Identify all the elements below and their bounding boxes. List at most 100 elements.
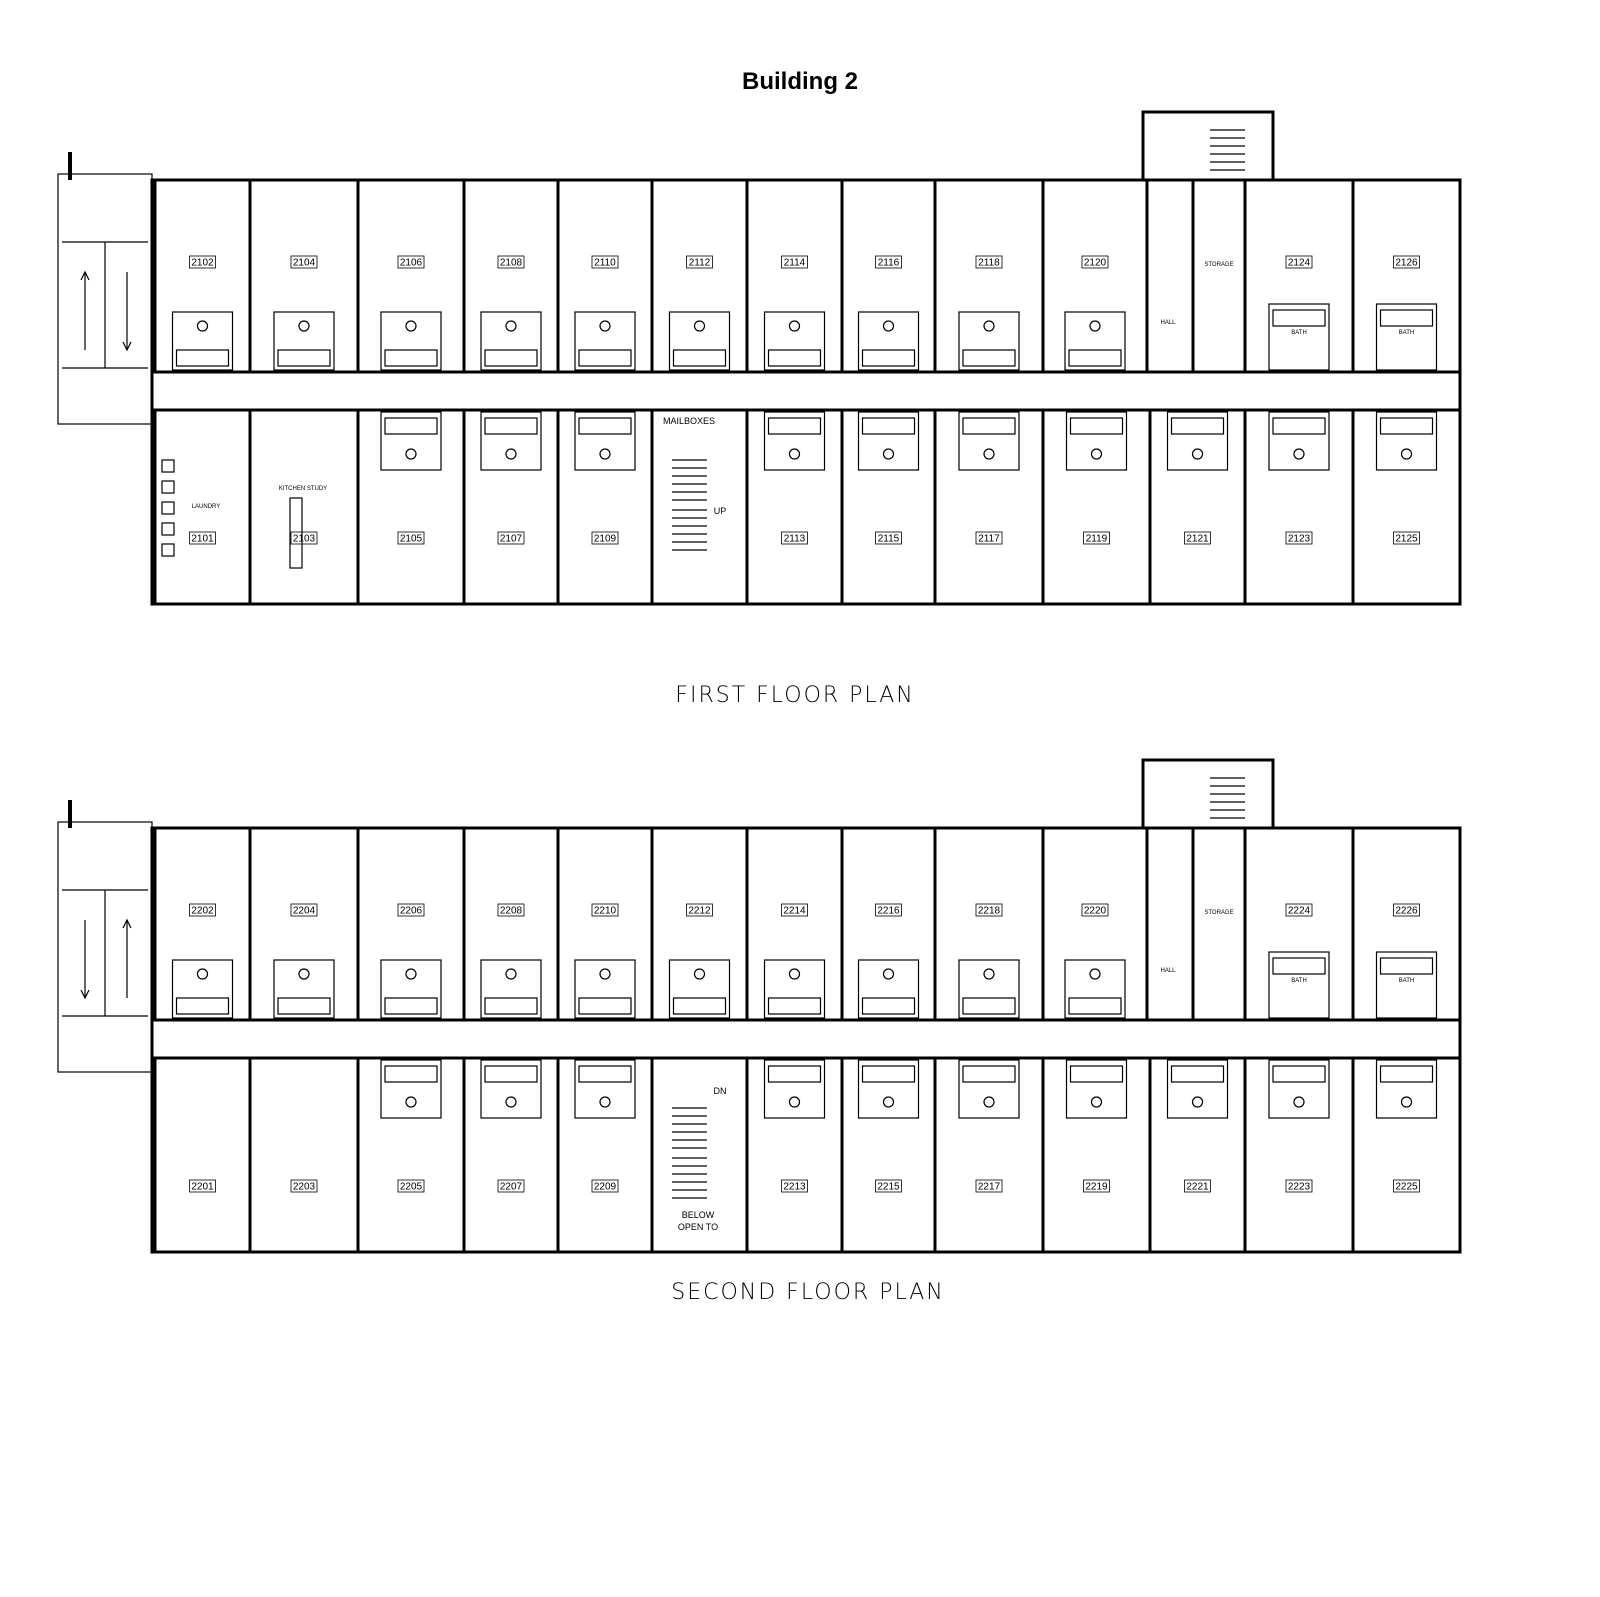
bath-block: [668, 311, 731, 371]
room-number: 2119: [1086, 534, 1108, 545]
room-number: 2117: [978, 534, 1000, 545]
room-number-box: [875, 1179, 902, 1193]
bath-block: [380, 311, 442, 371]
bath-block: [958, 1059, 1020, 1119]
bathtub: [1170, 417, 1225, 435]
room-number-box: [975, 531, 1003, 545]
toilet: [1090, 448, 1103, 460]
toilet: [599, 1096, 611, 1108]
room-number-box: [875, 531, 902, 545]
bathtub: [861, 417, 916, 435]
washer: [161, 522, 175, 536]
toilet: [599, 448, 611, 460]
bathtub: [1068, 997, 1122, 1015]
room-number-box: [290, 1179, 318, 1193]
room-number-box: [397, 531, 425, 545]
room-number: 2103: [293, 534, 316, 545]
room-number: 2124: [1288, 258, 1311, 269]
bath-block: [1375, 303, 1438, 371]
washer: [161, 480, 175, 494]
bath-label: BATH: [1291, 330, 1307, 336]
bath-block: [574, 411, 636, 471]
room-number: 2221: [1186, 1182, 1209, 1193]
bathtub: [1379, 417, 1434, 435]
room-number-box: [975, 903, 1003, 917]
bathtub: [384, 417, 438, 435]
toilet: [1400, 1096, 1413, 1108]
toilet: [196, 968, 209, 980]
room-number-box: [1285, 531, 1313, 545]
bath-block: [1064, 959, 1126, 1019]
bathtub: [1069, 1065, 1124, 1083]
toilet: [882, 1096, 895, 1108]
bathtub: [962, 349, 1016, 367]
bathtub: [484, 349, 538, 367]
bath-block: [1166, 1059, 1229, 1119]
room-number: 2214: [783, 906, 806, 917]
room-number: 2213: [783, 1182, 806, 1193]
laundry-label: LAUNDRY: [192, 504, 221, 510]
bath-label: BATH: [1291, 978, 1307, 984]
bath-block: [763, 411, 826, 471]
bath-block: [958, 959, 1020, 1019]
bathtub: [1272, 417, 1326, 435]
room-number-box: [397, 1179, 425, 1193]
bathtub: [384, 1065, 438, 1083]
room-number-box: [591, 531, 619, 545]
room-number: 2114: [784, 258, 806, 269]
room-number-box: [781, 903, 808, 917]
toilet: [599, 320, 611, 332]
bath-block: [958, 311, 1020, 371]
toilet: [882, 448, 895, 460]
room-number: 2204: [293, 906, 316, 917]
toilet: [599, 968, 611, 980]
toilet: [983, 448, 995, 460]
stair-up-label: UP: [714, 506, 727, 516]
toilet: [882, 320, 895, 332]
toilet: [405, 1096, 417, 1108]
bath-block: [380, 411, 442, 471]
bath-block: [958, 411, 1020, 471]
room-number: 2104: [293, 258, 316, 269]
washer: [161, 459, 175, 473]
room-number: 2116: [878, 258, 900, 269]
room-number-box: [686, 903, 713, 917]
bathtub: [962, 417, 1016, 435]
room-number-box: [875, 903, 902, 917]
room-number-box: [1083, 531, 1110, 545]
bath-block: [1375, 1059, 1438, 1119]
bath-block: [480, 1059, 542, 1119]
bathtub: [578, 417, 632, 435]
room-number: 2108: [500, 258, 523, 269]
room-number: 2102: [191, 258, 214, 269]
bathtub: [767, 349, 822, 367]
room-number: 2115: [878, 534, 900, 545]
bath-block: [171, 311, 234, 371]
bathtub: [1069, 417, 1124, 435]
arrow-head: [80, 989, 90, 1000]
toilet: [882, 968, 895, 980]
bath-block: [1268, 303, 1330, 371]
storage-label: STORAGE: [1204, 262, 1233, 268]
room-number: 2223: [1288, 1182, 1311, 1193]
bath-block: [1375, 411, 1438, 471]
room-number: 2226: [1395, 906, 1418, 917]
bath-block: [480, 959, 542, 1019]
bath-block: [380, 1059, 442, 1119]
room-number-box: [975, 1179, 1003, 1193]
room-number: 2220: [1084, 906, 1107, 917]
room-number-box: [1081, 255, 1109, 269]
room-number-box: [290, 255, 318, 269]
room-number: 2210: [594, 906, 617, 917]
toilet: [693, 968, 706, 980]
room-number-box: [975, 255, 1003, 269]
room-number: 2224: [1288, 906, 1311, 917]
room-number: 2225: [1395, 1182, 1418, 1193]
toilet: [1293, 1096, 1305, 1108]
bathtub: [672, 997, 727, 1015]
bathtub: [1068, 349, 1122, 367]
room-number: 2110: [594, 258, 616, 269]
toilet: [983, 1096, 995, 1108]
bathtub: [1379, 309, 1434, 327]
room-number-box: [591, 903, 619, 917]
